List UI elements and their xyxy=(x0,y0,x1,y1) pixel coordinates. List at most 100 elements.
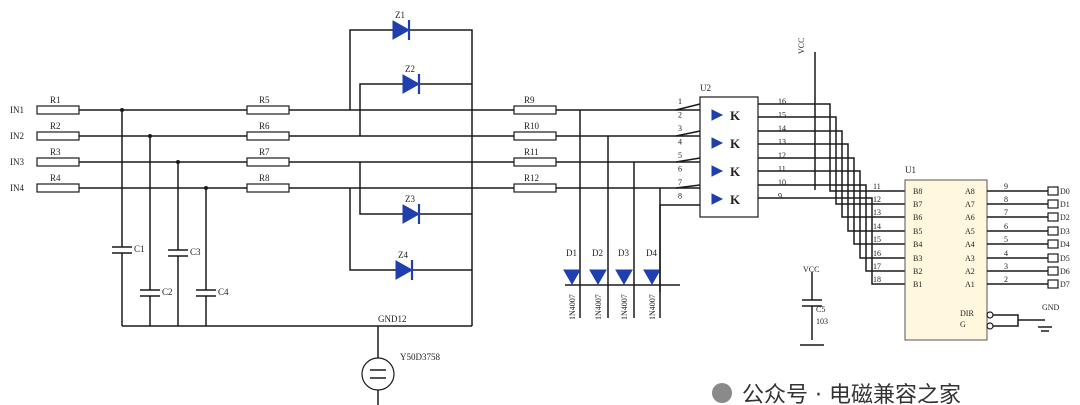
opto-pin: 1 xyxy=(678,97,682,106)
tvs-label: Y50D3758 xyxy=(400,352,440,362)
junction-dot xyxy=(204,186,208,190)
ic-pin-right: A6 xyxy=(965,213,975,222)
led-label: D2 xyxy=(592,248,603,258)
opto-output-wire xyxy=(758,184,905,272)
capacitor-label: C2 xyxy=(162,287,173,297)
led-diode xyxy=(643,269,661,286)
opto-pin: 11 xyxy=(778,165,786,174)
resistor-label: R4 xyxy=(50,173,61,183)
resistor xyxy=(513,183,557,193)
optocoupler-label: U2 xyxy=(700,83,711,93)
input-label: IN3 xyxy=(10,157,24,167)
output-label: D3 xyxy=(1060,227,1070,236)
resistor-label: R9 xyxy=(524,95,535,105)
ic-pin-left: B4 xyxy=(913,240,922,249)
resistor xyxy=(513,131,557,141)
opto-led xyxy=(711,109,724,121)
ic-pin-number: 8 xyxy=(1004,195,1008,204)
ic-pin-number: 11 xyxy=(873,182,881,191)
led-part-label: 1N4007 xyxy=(568,294,577,320)
zener-diode xyxy=(395,260,414,280)
ic-pin-right: A5 xyxy=(965,227,975,236)
input-label: IN2 xyxy=(10,131,24,141)
opto-pin: 5 xyxy=(678,151,682,160)
ic-pin-right: A1 xyxy=(965,280,975,289)
ic-pin-right: A8 xyxy=(965,187,975,196)
output-pin xyxy=(1047,253,1059,263)
zener-frame xyxy=(349,29,473,326)
resistor xyxy=(246,183,290,193)
led-diode xyxy=(615,269,633,286)
output-pin xyxy=(1047,279,1059,289)
zener-label: Z2 xyxy=(405,64,415,74)
opto-pin: 12 xyxy=(778,151,786,160)
resistor-label: R10 xyxy=(524,121,540,131)
vcc-label: VCC xyxy=(797,38,806,54)
resistor-label: R6 xyxy=(259,121,270,131)
capacitor-label: C3 xyxy=(190,247,201,257)
opto-pin: 10 xyxy=(778,178,786,187)
zener-diode xyxy=(392,20,411,40)
zener-label: Z1 xyxy=(395,10,405,20)
ic-pin-number: 4 xyxy=(1004,249,1008,258)
opto-led xyxy=(711,165,724,177)
opto-pin: 9 xyxy=(778,192,782,201)
resistor-label: R7 xyxy=(259,147,270,157)
junction-dot xyxy=(148,134,152,138)
opto-led xyxy=(711,193,724,205)
resistor-label: R11 xyxy=(524,147,539,157)
ic-pin-dot xyxy=(986,311,994,319)
led-diode xyxy=(563,269,581,286)
opto-transistor: K xyxy=(730,136,741,151)
resistor xyxy=(36,157,80,167)
vcc-label-2: VCC xyxy=(803,265,819,274)
ic-pin-number: 6 xyxy=(1004,222,1008,231)
opto-output-wire xyxy=(758,197,905,285)
opto-input-wire xyxy=(675,103,701,111)
zener-frame xyxy=(349,188,472,271)
wechat-icon xyxy=(712,383,732,403)
zener-frame xyxy=(359,162,472,215)
resistor-label: R3 xyxy=(50,147,61,157)
ic-pin-left: B6 xyxy=(913,213,922,222)
led-part-label: 1N4007 xyxy=(594,294,603,320)
opto-pin: 3 xyxy=(678,124,682,133)
ic-pin-left: B1 xyxy=(913,280,922,289)
ic-pin-number: 13 xyxy=(873,208,881,217)
watermark: 公众号 · 电磁兼容之家 xyxy=(742,383,961,405)
opto-pin: 14 xyxy=(778,124,786,133)
opto-pin: 4 xyxy=(678,138,682,147)
ic-pin-number: 12 xyxy=(873,195,881,204)
led-diode xyxy=(589,269,607,286)
opto-output-wire xyxy=(758,170,905,259)
led-label: D1 xyxy=(566,248,577,258)
opto-transistor: K xyxy=(730,108,741,123)
opto-input-wire xyxy=(675,184,701,189)
opto-output-wire xyxy=(758,143,905,232)
ic-pin-right: A2 xyxy=(965,267,975,276)
output-pin xyxy=(1047,186,1059,196)
ic-body xyxy=(904,179,988,341)
resistor xyxy=(513,105,557,115)
output-label: D2 xyxy=(1060,213,1070,222)
ic-pin-dir: DIR xyxy=(960,309,974,318)
resistor xyxy=(246,131,290,141)
tvs-symbol xyxy=(361,357,395,391)
ic-pin-number: 15 xyxy=(873,235,881,244)
capacitor-label: C1 xyxy=(134,244,145,254)
resistor-label: R2 xyxy=(50,121,61,131)
zener-label: Z4 xyxy=(398,250,408,260)
ic-pin-number: 5 xyxy=(1004,235,1008,244)
opto-output-wire xyxy=(758,116,905,205)
zener-frame xyxy=(359,83,472,136)
ic-pin-number: 18 xyxy=(873,275,881,284)
input-label: IN4 xyxy=(10,183,24,193)
ic-pin-right: A4 xyxy=(965,240,975,249)
resistor-label: R8 xyxy=(259,173,270,183)
opto-led xyxy=(711,137,724,149)
ic-pin-number: 3 xyxy=(1004,262,1008,271)
ic-pin-left: B7 xyxy=(913,200,922,209)
output-label: D7 xyxy=(1060,280,1070,289)
